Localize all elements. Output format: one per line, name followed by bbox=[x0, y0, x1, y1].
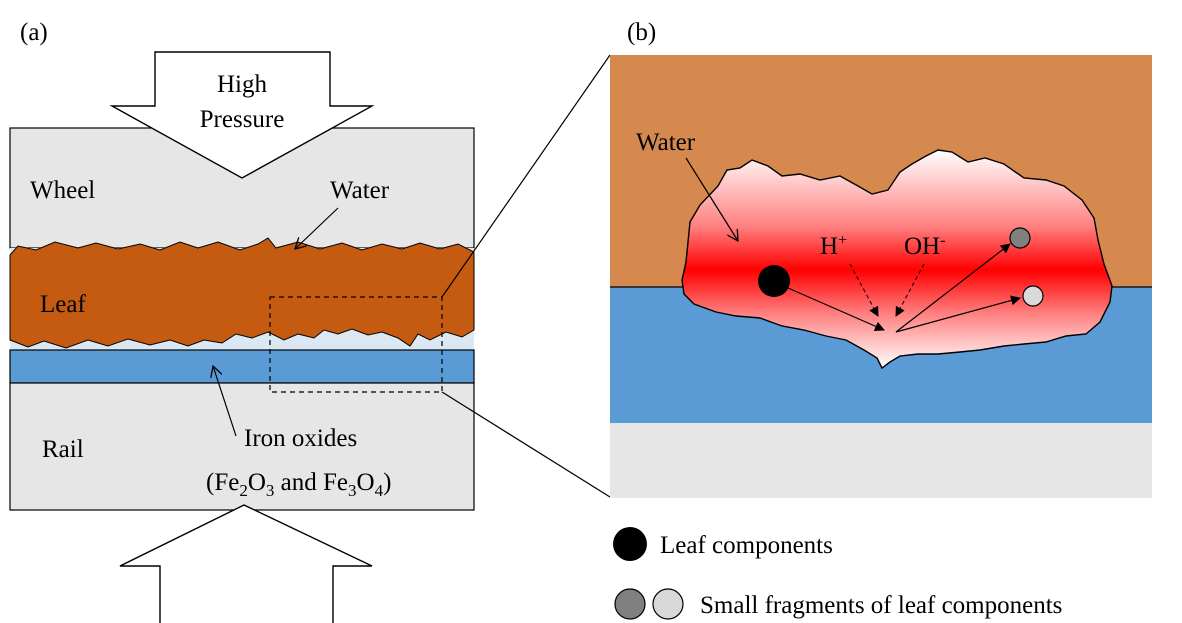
leaf-component-particle bbox=[758, 265, 790, 297]
water-arrow-a bbox=[295, 207, 339, 249]
water-droplet bbox=[681, 149, 1113, 370]
panel-b-label: (b) bbox=[627, 19, 656, 46]
fragment-light-particle bbox=[1022, 285, 1044, 307]
legend-small-fragments: Small fragments of leaf components bbox=[700, 592, 1062, 619]
reaction-pressure-arrow bbox=[119, 504, 373, 623]
breakdown-arrow bbox=[787, 287, 885, 331]
leaf-label: Leaf bbox=[40, 291, 86, 318]
rail-body bbox=[9, 382, 475, 511]
high-pressure-label-line1: High bbox=[217, 71, 268, 98]
legend-leaf-components: Leaf components bbox=[660, 532, 833, 559]
legend: Leaf components Small fragments of leaf … bbox=[613, 527, 1062, 620]
fragment-dark-particle bbox=[1009, 227, 1031, 249]
iron-oxides-formula: (Fe2O3 and Fe3O4) bbox=[206, 469, 391, 500]
high-pressure-arrow bbox=[109, 51, 375, 179]
panel-b: (b) Water H+ OH- bbox=[610, 19, 1152, 498]
zoom-line-bottom bbox=[441, 391, 611, 498]
water-arrow-b bbox=[685, 157, 738, 241]
iron-oxide-arrow bbox=[213, 366, 237, 437]
h-ion-label: H+ bbox=[820, 232, 847, 260]
water-label-a: Water bbox=[330, 177, 390, 204]
oh-ion-label: OH- bbox=[904, 232, 945, 260]
rail-zone bbox=[610, 423, 1152, 498]
leaf-layer bbox=[9, 237, 475, 349]
rail-label: Rail bbox=[42, 436, 84, 463]
panel-a: (a) Wheel High Pressure Leaf Rail Water … bbox=[9, 19, 475, 623]
zoom-line-top bbox=[441, 54, 611, 298]
zoom-region-box bbox=[269, 296, 443, 393]
wheel-label: Wheel bbox=[30, 177, 95, 204]
oh-ion-arrow bbox=[895, 263, 925, 317]
fragment-arrow-dark bbox=[895, 243, 1011, 333]
fragment-arrow-light bbox=[895, 295, 1021, 333]
legend-fragment-dark-icon bbox=[614, 588, 646, 620]
high-pressure-label-line2: Pressure bbox=[200, 106, 285, 133]
iron-oxides-label: Iron oxides bbox=[244, 425, 357, 452]
legend-fragment-light-icon bbox=[652, 588, 684, 620]
panel-a-label: (a) bbox=[20, 19, 48, 46]
legend-leaf-component-icon bbox=[613, 527, 647, 561]
iron-oxide-layer bbox=[9, 349, 475, 384]
water-label-b: Water bbox=[636, 129, 696, 156]
h-ion-arrow bbox=[849, 263, 879, 317]
